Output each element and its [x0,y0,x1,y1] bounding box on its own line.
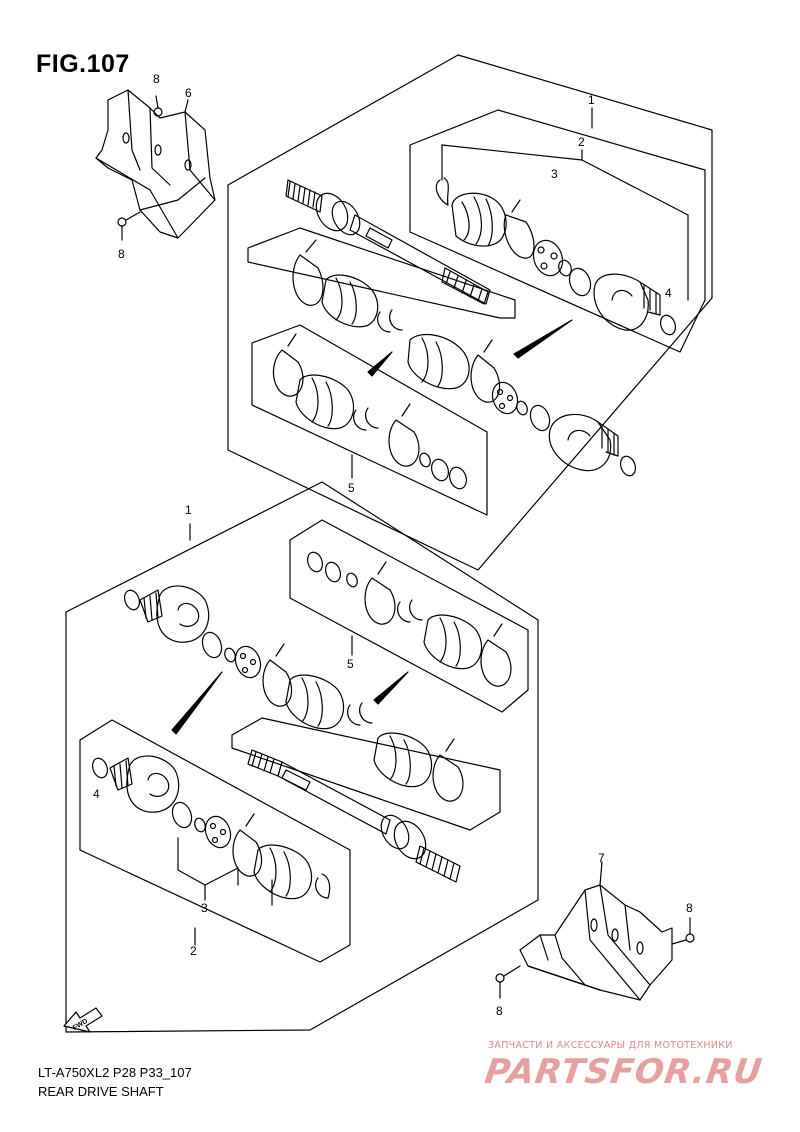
callout-bottom-joint-set: 3 [201,901,208,915]
fwd-arrow-icon [63,1007,103,1033]
top-outer-circlip [659,314,677,336]
guard-bolt-lower [495,965,521,999]
callout-top-boot-kit: 5 [348,481,355,495]
top-boot-kit-lower-frame [251,324,488,516]
top-inner-boot [321,274,379,328]
top-outer-joint-housing [593,273,661,331]
bottom-kit-clamp-large-2 [480,623,512,687]
bottom-inner-cage [234,645,262,679]
top-joint-circlip [568,267,592,297]
bottom-drive-shaft [247,749,461,883]
figure-code: LT-A750XL2 P28 P33_107 [38,1065,192,1080]
callout-top-circlip: 4 [665,286,672,300]
callout-bottom-boot-kit: 5 [347,657,354,671]
bottom-outer-joint-housing [109,755,180,813]
top-inner-clamp-large [292,239,324,306]
bracket-bolt-lower [117,211,141,241]
bottom-inner-clamp-small [347,702,373,726]
bottom-shaft-frame [231,717,501,831]
bottom-outer-boot [253,844,313,900]
callout-top-outer-joint: 2 [578,135,585,149]
bottom-outer-rings [171,801,206,833]
top-inner-cage [491,381,519,415]
callout-top-bracket: 6 [185,86,192,100]
callout-bottom-guard-bolt-lower: 8 [496,1004,503,1018]
top-inner-snap-ring [516,400,551,432]
top-drive-shaft [285,179,491,305]
bottom-boot-arrow-right [373,671,409,705]
bottom-boot-kit-frame [289,519,529,713]
figure-name: REAR DRIVE SHAFT [38,1084,164,1099]
callout-bottom-guard: 7 [598,851,605,865]
top-boot-kit-upper-frame [247,227,516,319]
bottom-kit-rings [306,551,358,588]
bottom-kit-clamp-large [364,561,396,625]
top-joint-cage [532,239,564,277]
top-kit-clamp-large [272,333,304,397]
top-outer-boot [451,192,507,247]
bottom-kit-boot [423,614,483,670]
bracket-bolt-upper [153,95,163,117]
bottom-outer-cage [204,815,232,849]
callout-bottom-guard-bolt-right: 8 [686,901,693,915]
callout-top-bracket-bolt-upper: 8 [153,72,160,86]
callout-top-bracket-bolt-lower: 8 [118,247,125,261]
callout-bottom-circlip: 4 [93,787,100,801]
bottom-kit-clamp-small [397,599,423,623]
bottom-inner-rings [201,631,236,663]
callout-top-joint-set: 3 [551,167,558,181]
bottom-boot-arrow-left [171,671,223,735]
rear-bracket [95,89,216,239]
bottom-shaft-boot [373,732,433,788]
top-kit-boot [295,374,355,430]
top-joint-snap-ring [558,259,572,277]
figure-title: FIG.107 [36,50,130,78]
top-kit-arrow [367,351,393,377]
top-kit-clamp-large-2 [388,403,420,467]
top-outer-clamp-large [503,199,535,259]
guard-bolt-right [671,917,695,945]
rear-guard [519,884,673,1001]
watermark-tagline: ЗАПЧАСТИ И АКСЕССУАРЫ ДЛЯ МОТОТЕХНИКИ [488,1040,733,1051]
top-boot-arrow [513,319,573,359]
top-middle-boot [407,333,470,390]
bottom-assembly-frame [65,481,539,1033]
watermark-brand: PARTSFOR.RU [482,1052,766,1092]
top-outer-joint-frame [409,109,706,353]
bottom-outer-clamp-small [315,873,331,899]
top-inner-circlip [619,455,637,477]
bottom-outer-joint-frame [79,719,351,963]
top-kit-rings [419,452,468,490]
top-kit-clamp-small [353,407,379,431]
top-inner-joint-housing [548,413,619,472]
bottom-inner-joint-housing [139,585,210,643]
bottom-shaft-clamp [432,738,464,802]
top-middle-clamp [470,339,501,403]
top-inner-clamp-small [377,309,403,333]
bottom-outer-clamp [232,813,263,877]
top-outer-clamp-small [435,177,449,206]
callout-bottom-assy: 1 [185,503,192,517]
callout-bottom-outer-joint: 2 [190,944,197,958]
callout-top-assy: 1 [588,93,595,107]
bottom-inner-circlip [123,589,141,611]
top-assembly-frame [227,54,713,571]
bottom-outer-circlip [91,757,109,779]
bottom-inner-boot [285,674,345,730]
